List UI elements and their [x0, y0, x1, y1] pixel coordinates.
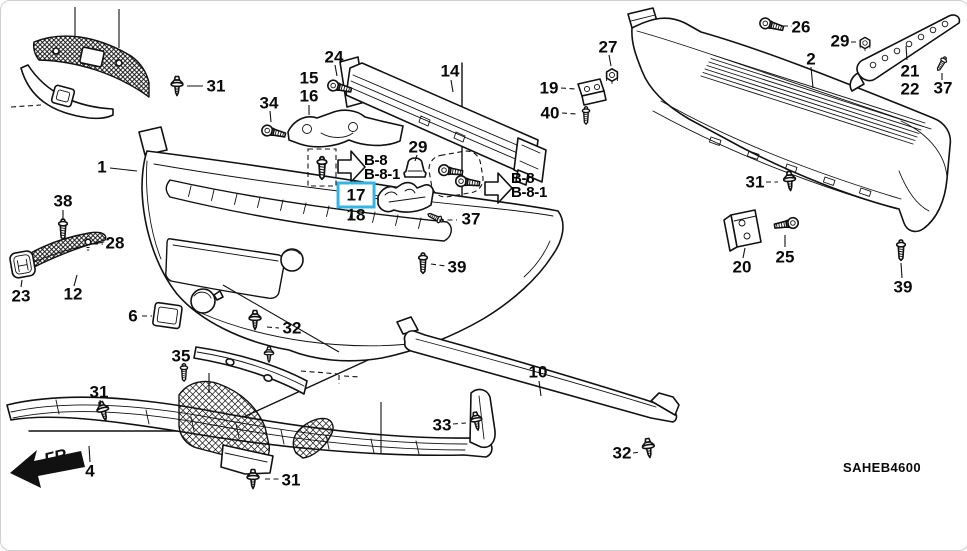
part-number-label[interactable]: 34	[259, 93, 279, 113]
part-number-label[interactable]: 37	[933, 78, 953, 98]
part-number-label[interactable]: 14	[440, 61, 460, 81]
front-bumper	[138, 126, 564, 362]
honda-emblem	[9, 250, 36, 279]
part-number-label[interactable]: 29	[408, 137, 428, 157]
front-grille-detail	[32, 35, 150, 98]
rear-bumper	[627, 7, 952, 233]
beam-bracket	[287, 109, 404, 148]
part-number-label[interactable]: 24	[324, 47, 344, 67]
rear-beam-bracket	[849, 14, 961, 92]
part-number-label[interactable]: 1	[97, 157, 107, 177]
part-number-label[interactable]: 22	[900, 79, 920, 99]
part-number-label[interactable]: 32	[282, 318, 302, 338]
part-number-label[interactable]: 31	[89, 382, 109, 402]
clip-29-middle	[403, 157, 427, 178]
part-number-label[interactable]: 29	[830, 31, 850, 51]
part-number-label[interactable]: 38	[53, 191, 73, 211]
part-number-label[interactable]: 39	[447, 257, 467, 277]
grommet-detail-box	[428, 150, 484, 198]
part-number-label[interactable]: 33	[432, 415, 452, 435]
part-number-label[interactable]: 27	[598, 37, 618, 57]
b8-arrow-icon	[484, 172, 513, 204]
part-number-label[interactable]: 19	[539, 78, 559, 98]
part-number-label[interactable]: 35	[171, 346, 191, 366]
fasteners	[57, 15, 949, 490]
part-number-label[interactable]: 12	[63, 284, 83, 304]
part-number-label[interactable]: 25	[775, 247, 795, 267]
cross-reference-page: B-8	[364, 152, 388, 169]
corner-bracket-20	[723, 209, 762, 252]
part-number-label[interactable]: 32	[612, 443, 632, 463]
part-number-label[interactable]: 2	[806, 49, 816, 69]
front-direction-arrow: FR.	[10, 444, 85, 488]
side-vent-grille	[292, 417, 334, 459]
part-number-label[interactable]: 20	[732, 257, 752, 277]
part-number-label[interactable]: 39	[893, 277, 913, 297]
part-number-label[interactable]: 10	[528, 362, 548, 382]
part-number-label[interactable]: 21	[900, 61, 920, 81]
part-number-label[interactable]: 26	[791, 17, 811, 37]
corner-bracket-19	[577, 78, 607, 106]
part-number-label[interactable]: 4	[85, 461, 95, 481]
part-number-label[interactable]: 23	[11, 286, 31, 306]
cross-reference-page: B-8-1	[511, 184, 548, 201]
leader-lines	[20, 25, 943, 480]
front-bumper-beam	[339, 56, 547, 186]
fog-light-cover	[152, 288, 224, 330]
part-number-label[interactable]: 6	[128, 306, 138, 326]
bumper-bracket-17-18	[377, 181, 434, 213]
bolt-detail-box	[307, 148, 337, 187]
part-number-label[interactable]: 28	[105, 233, 125, 253]
part-number-label[interactable]: 18	[346, 205, 366, 225]
part-number-label-highlighted[interactable]: 17	[336, 181, 376, 209]
grille-molding-detail	[20, 64, 114, 120]
front-spoiler	[396, 316, 680, 423]
part-number-label[interactable]: 31	[281, 470, 301, 490]
part-number-label[interactable]: 40	[540, 103, 560, 123]
cross-reference-page: B-8-1	[364, 166, 401, 183]
part-number-label[interactable]: 15	[299, 68, 319, 88]
b8-arrow-icon	[337, 150, 366, 183]
diagram-code: SAHEB4600	[843, 460, 922, 475]
part-number-label[interactable]: 31	[745, 172, 765, 192]
cross-reference-page: B-8	[511, 170, 535, 187]
part-number-label[interactable]: 37	[461, 209, 481, 229]
center-mesh-grille	[178, 380, 274, 475]
molding-strip	[193, 346, 308, 395]
part-number-label[interactable]: 16	[299, 86, 319, 106]
part-number-label[interactable]: 31	[206, 76, 226, 96]
